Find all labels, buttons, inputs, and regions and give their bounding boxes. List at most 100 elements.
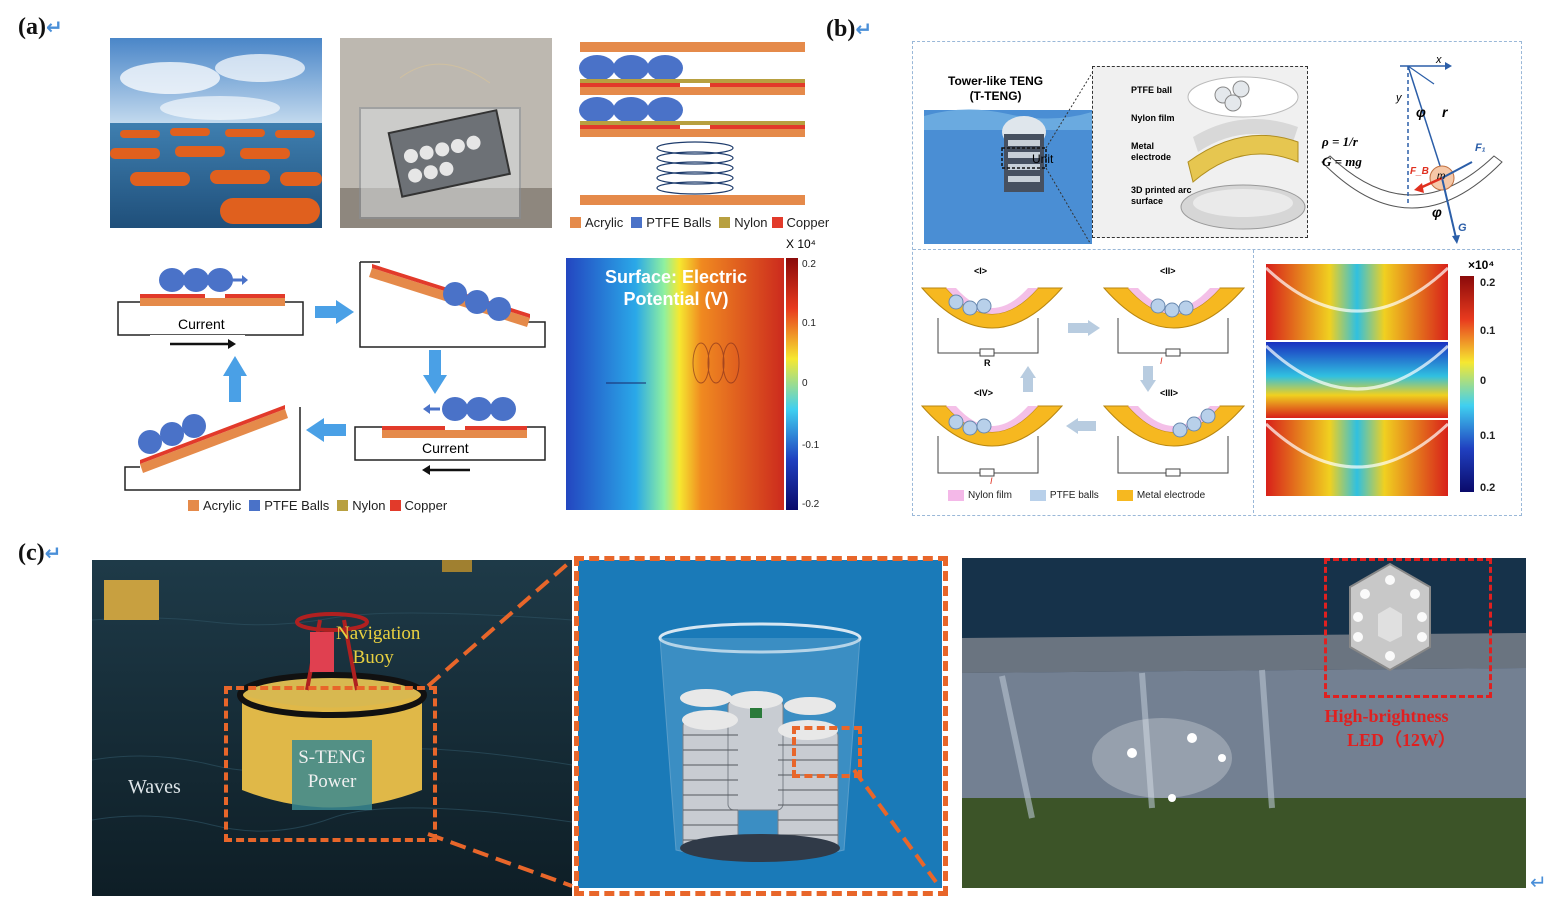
colorbar-tick: 0 xyxy=(1480,375,1487,387)
device-zoom-frame xyxy=(574,556,948,896)
navigation-line-1: Navigation xyxy=(336,623,421,644)
colorbar-tick: 0.1 xyxy=(1480,325,1496,337)
force-fb-label: F_B xyxy=(1410,166,1429,177)
legend-label: Acrylic xyxy=(203,498,242,513)
current-label-1: Current xyxy=(178,316,225,332)
axis-x-label: x xyxy=(1436,54,1442,66)
copper-swatch xyxy=(389,500,401,511)
legend-label: Acrylic xyxy=(585,215,624,230)
unit-zoom-line xyxy=(852,768,938,884)
return-icon: ↵ xyxy=(44,541,62,565)
sim-title-line-2: Potential (V) xyxy=(623,289,729,309)
led-line-1: High-brightness xyxy=(1324,706,1449,726)
mass-label: m xyxy=(1437,171,1446,182)
led-line-2: LED（12W） xyxy=(1347,730,1457,750)
legend-a-top: Acrylic PTFE Balls Nylon Copper xyxy=(570,215,829,230)
teng-title-line-1: Tower-like TENG xyxy=(948,74,1044,88)
working-cycle-diagram: Current Current xyxy=(110,252,555,497)
colorbar-tick: 0.2 xyxy=(1480,277,1496,289)
prototype-photo xyxy=(340,38,552,228)
state-label-3: <III> xyxy=(1160,388,1179,398)
led-lighting-photo: High-brightness LED（12W） xyxy=(962,558,1526,888)
sim-title: Surface: Electric Potential (V) xyxy=(576,266,776,310)
return-icon: ↵ xyxy=(855,17,873,41)
part-label-metal-electrode: Metal electrode xyxy=(1131,141,1172,162)
legend-label: PTFE balls xyxy=(1049,490,1099,501)
legend-b: Nylon film PTFE balls Metal electrode xyxy=(948,490,1205,501)
divider-h xyxy=(913,249,1520,250)
legend-label: Nylon xyxy=(352,498,386,513)
colorbar-a xyxy=(786,258,798,510)
teng-device-photo xyxy=(578,560,942,888)
panel-b-frame xyxy=(912,41,1522,516)
resistor-label: R xyxy=(984,358,991,368)
steng-line-2: Power xyxy=(307,771,357,792)
return-icon: ↵ xyxy=(45,15,63,39)
layer-structure-diagram xyxy=(565,38,825,233)
state-label-4: <IV> xyxy=(974,388,994,398)
steng-highlight-box xyxy=(224,686,437,842)
r-label: r xyxy=(1442,104,1448,120)
potential-simulation-map: Surface: Electric Potential (V) xyxy=(566,258,784,510)
panel-label-a: (a)↵ xyxy=(18,14,63,40)
zoom-lines xyxy=(426,558,574,888)
return-icon: ↵ xyxy=(1530,870,1547,894)
sim-title-line-1: Surface: Electric xyxy=(604,267,748,287)
potential-maps-b xyxy=(1266,264,1448,496)
formula-rho: ρ = 1/r xyxy=(1322,134,1358,149)
ptfe-swatch xyxy=(631,217,643,228)
unit-exploded-view: PTFE ball Nylon film Metal electrode 3D … xyxy=(1092,66,1308,238)
four-state-cycle: <I> <II> <III> <IV> R I I Nylon film PTF… xyxy=(918,258,1248,508)
nylon-swatch xyxy=(337,500,349,511)
colorbar-tick: 0.1 xyxy=(1480,430,1496,442)
axis-y-label: y xyxy=(1396,92,1402,104)
navigation-line-2: Buoy xyxy=(352,647,394,668)
formula-g: G = mg xyxy=(1322,154,1362,169)
acrylic-swatch xyxy=(188,500,199,511)
panel-label-b: (b)↵ xyxy=(826,16,873,42)
colorbar-tick: 0.2 xyxy=(1480,482,1496,494)
navigation-buoy-label: Navigation Buoy xyxy=(336,622,420,670)
ocean-array-photo xyxy=(110,38,322,228)
legend-a-bottom: Acrylic PTFE Balls Nylon Copper xyxy=(188,498,447,513)
colorbar-exponent-a: X 10⁴ xyxy=(786,237,816,251)
legend-label: PTFE Balls xyxy=(264,498,330,513)
current-symbol-2: I xyxy=(1160,356,1163,366)
steng-line-1: S-TENG xyxy=(298,747,366,768)
force-diagram: x y φ r φ F₁ F_B m G ρ = 1/r G = mg xyxy=(1312,54,1516,244)
state-label-1: <I> xyxy=(974,266,988,276)
steng-power-label: S-TENG Power xyxy=(292,746,372,794)
part-label-ptfe-ball: PTFE ball xyxy=(1131,85,1173,95)
teng-title-line-2: (T-TENG) xyxy=(969,89,1022,103)
colorbar-tick: 0.1 xyxy=(802,318,816,329)
ptfe-swatch xyxy=(249,500,261,511)
colorbar-exponent-b: ×10⁴ xyxy=(1468,258,1495,272)
tower-teng-scene: Tower-like TENG (T-TENG) Unit xyxy=(924,70,1092,244)
panel-label-c: (c)↵ xyxy=(18,540,62,566)
legend-label: Copper xyxy=(786,215,830,230)
state-label-2: <II> xyxy=(1160,266,1176,276)
legend-label: Nylon xyxy=(734,215,768,230)
legend-label: Metal electrode xyxy=(1136,490,1206,501)
force-g-label: G xyxy=(1458,222,1467,234)
unit-label: Unit xyxy=(1032,152,1054,166)
metal-electrode-swatch xyxy=(1116,490,1133,501)
legend-label: Copper xyxy=(404,498,448,513)
phi-label-2: φ xyxy=(1432,204,1442,220)
colorbar-tick: -0.1 xyxy=(802,440,820,451)
colorbar-tick: -0.2 xyxy=(802,499,820,510)
colorbar-tick: 0 xyxy=(802,378,808,389)
force-f1-label: F₁ xyxy=(1475,142,1486,154)
acrylic-swatch xyxy=(570,217,581,228)
part-label-arc-surface: 3D printed arc surface xyxy=(1131,185,1192,206)
unit-highlight-box xyxy=(792,726,862,778)
led-highlight-box xyxy=(1324,558,1492,698)
legend-label: Nylon film xyxy=(968,490,1012,501)
copper-swatch xyxy=(771,217,783,228)
teng-title: Tower-like TENG (T-TENG) xyxy=(948,74,1043,104)
waves-label: Waves xyxy=(128,776,181,798)
colorbar-tick: 0.2 xyxy=(802,259,816,270)
nylon-film-swatch xyxy=(948,490,964,501)
led-label: High-brightness LED（12W） xyxy=(1317,704,1456,752)
current-label-2: Current xyxy=(422,440,469,456)
